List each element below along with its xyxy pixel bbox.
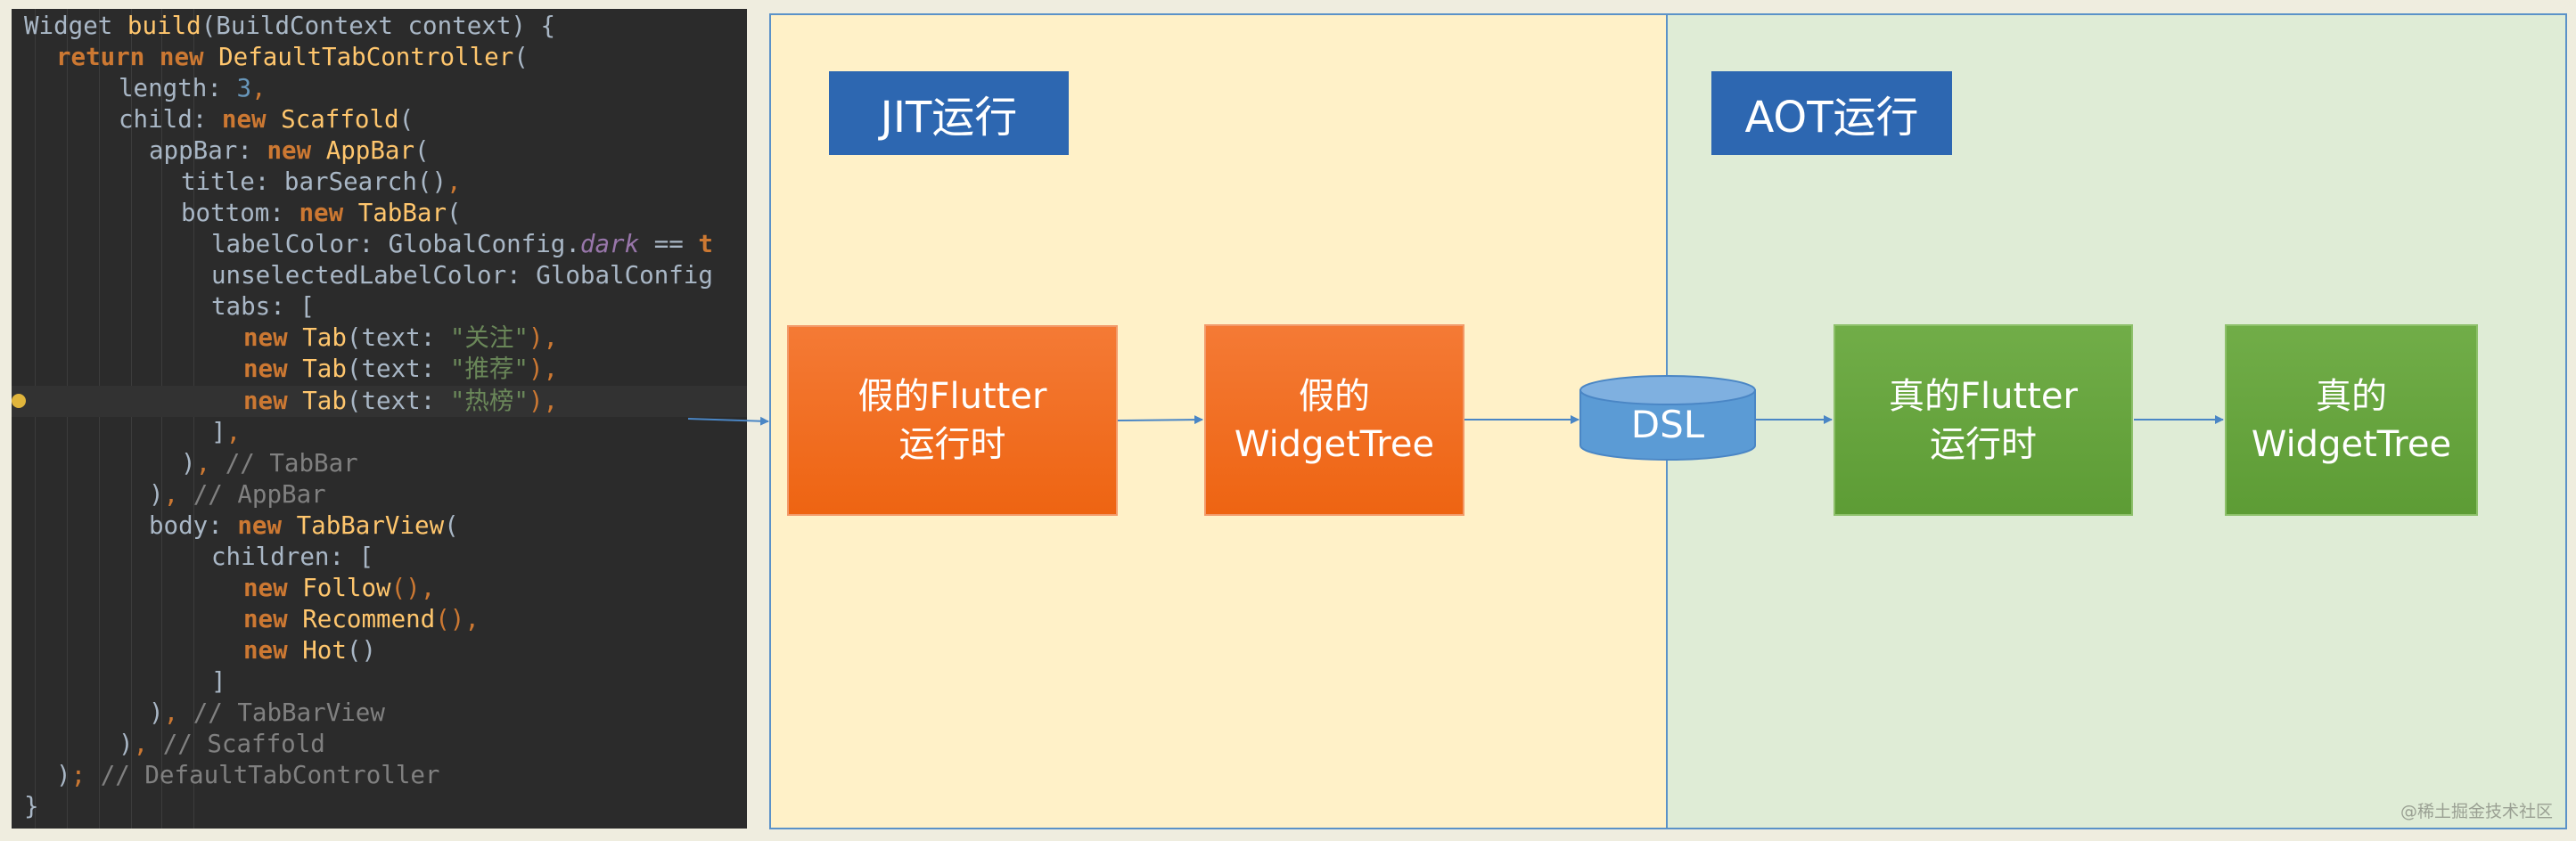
real-tree-line1: 真的 [2315, 375, 2387, 417]
real-flutter-runtime-box: 真的Flutter 运行时 [1834, 324, 2133, 516]
lightbulb-icon[interactable] [12, 394, 26, 408]
code-line: bottom: new TabBar( [181, 199, 462, 227]
code-line: unselectedLabelColor: GlobalConfig [211, 261, 713, 290]
fake-runtime-line2: 运行时 [898, 424, 1006, 465]
dsl-cylinder [1579, 375, 1756, 461]
real-widget-tree-box: 真的 WidgetTree [2225, 324, 2478, 516]
current-line-highlight [12, 386, 747, 417]
code-line: child: new Scaffold( [119, 105, 414, 134]
code-line: title: barSearch(), [181, 167, 462, 196]
watermark: @稀土掘金技术社区 [2400, 802, 2553, 821]
jit-title: JIT运行 [829, 71, 1069, 155]
code-line: new Recommend(), [243, 605, 480, 633]
fake-tree-line1: 假的 [1298, 375, 1370, 417]
dsl-label: DSL [1630, 402, 1705, 446]
code-line: children: [ [211, 543, 374, 571]
code-line: body: new TabBarView( [149, 511, 459, 540]
code-line: ), // TabBar [181, 449, 358, 478]
code-line: new Tab(text: "关注"), [243, 323, 559, 352]
fake-tree-line2: WidgetTree [1234, 423, 1435, 465]
code-line: Widget build(BuildContext context) { [24, 12, 556, 40]
code-line: new Tab(text: "热榜"), [243, 387, 559, 415]
code-line: new Hot() [243, 636, 377, 665]
code-line: } [24, 792, 39, 821]
code-line: appBar: new AppBar( [149, 136, 430, 165]
fake-flutter-runtime-box: 假的Flutter 运行时 [787, 325, 1118, 516]
real-runtime-line2: 运行时 [1930, 423, 2037, 465]
code-line: ] [211, 667, 226, 696]
code-line: new Follow(), [243, 574, 436, 602]
indent-guide [161, 9, 162, 829]
indent-guide [131, 9, 132, 829]
indent-guide [99, 9, 100, 829]
code-line: ); // DefaultTabController [56, 761, 440, 789]
real-tree-line2: WidgetTree [2251, 423, 2452, 465]
indent-guide [35, 9, 36, 829]
code-line: labelColor: GlobalConfig.dark == t [211, 230, 713, 258]
code-line: length: 3, [119, 74, 267, 102]
indent-guide [193, 9, 194, 829]
code-line: ), // TabBarView [149, 698, 385, 727]
real-runtime-line1: 真的Flutter [1889, 375, 2078, 417]
code-line: return new DefaultTabController( [56, 43, 529, 71]
indent-guide [67, 9, 68, 829]
fake-widget-tree-box: 假的 WidgetTree [1204, 324, 1464, 516]
arrow-editor-to-jit [687, 416, 769, 426]
fake-runtime-line1: 假的Flutter [857, 376, 1047, 417]
code-line: new Tab(text: "推荐"), [243, 355, 559, 383]
code-line: tabs: [ [211, 292, 315, 321]
code-line: ), // AppBar [149, 480, 326, 509]
code-line: ], [211, 418, 242, 446]
code-line: ), // Scaffold [119, 730, 325, 758]
code-editor[interactable]: Widget build(BuildContext context) { ret… [12, 9, 747, 829]
aot-title: AOT运行 [1711, 71, 1952, 155]
